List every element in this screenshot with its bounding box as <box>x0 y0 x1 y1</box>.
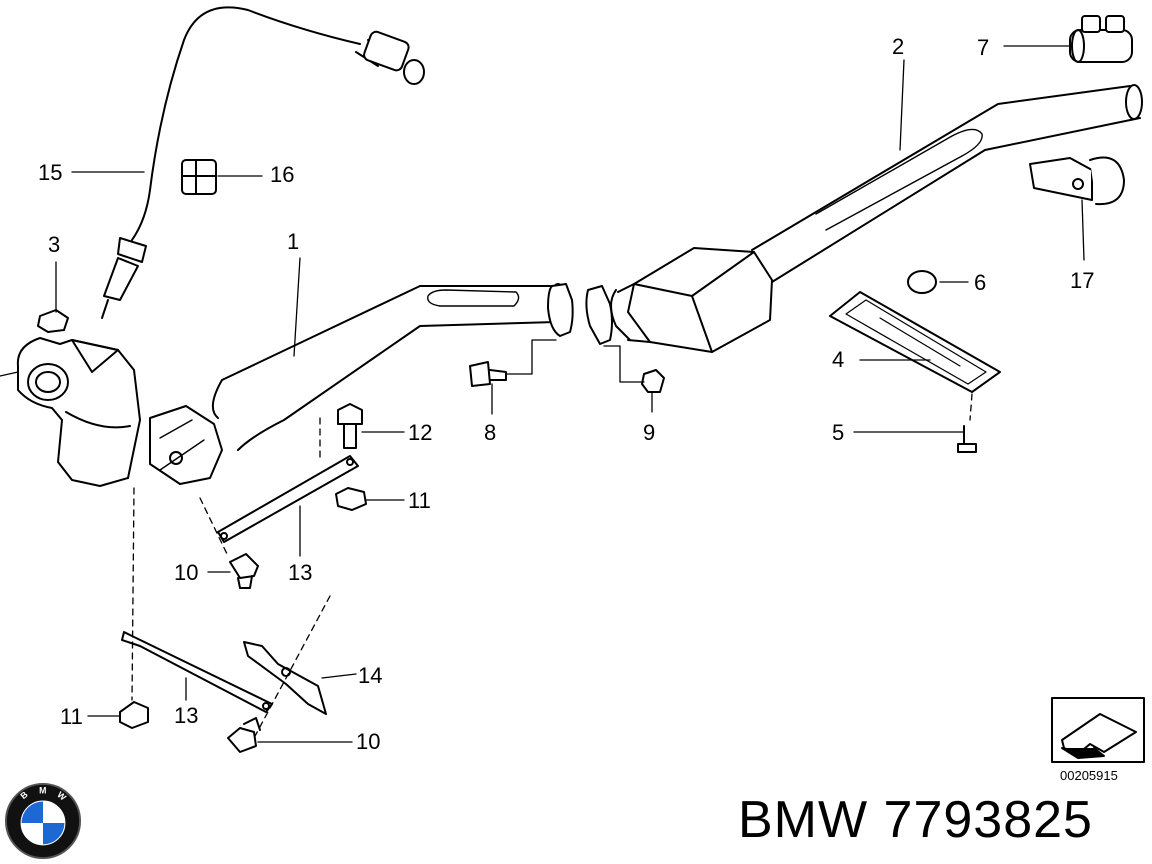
leader-lines <box>0 45 1085 743</box>
bmw-logo: B M W <box>4 782 82 860</box>
nut-part-11-upper <box>335 487 367 511</box>
nut-part-11-lower <box>119 701 149 729</box>
heat-shield-part-4 <box>829 291 1001 393</box>
callout-1: 1 <box>287 229 299 254</box>
plug-part-6 <box>907 270 937 294</box>
callout-3: 3 <box>48 232 60 257</box>
callout-14: 14 <box>358 663 382 688</box>
catalytic-converter-front <box>16 337 223 487</box>
callout-2: 2 <box>892 34 904 59</box>
clamp-part-7 <box>1069 15 1133 63</box>
callout-10-upper: 10 <box>174 560 198 585</box>
callout-13-upper: 13 <box>288 560 312 585</box>
diagram-reference-code: 00205915 <box>1060 768 1118 783</box>
callout-13-lower: 13 <box>174 703 198 728</box>
callout-5: 5 <box>832 420 844 445</box>
hanger-part-17 <box>1029 156 1125 206</box>
logo-letter-m: M <box>39 786 46 796</box>
pipe-clamp-rings <box>547 283 613 345</box>
catalytic-converter-rear <box>610 247 773 353</box>
nut-part-3 <box>37 309 69 333</box>
callout-10-lower: 10 <box>356 729 380 754</box>
callout-15: 15 <box>38 160 62 185</box>
bracket-part-13-upper <box>217 455 359 543</box>
bracket-part-14 <box>243 641 327 715</box>
callout-11-lower: 11 <box>60 704 83 729</box>
bolt-part-10-lower <box>227 717 261 753</box>
bolt-part-8 <box>469 361 507 387</box>
callout-9: 9 <box>643 420 655 445</box>
callout-8: 8 <box>484 420 496 445</box>
callout-numbers: 1 2 3 4 5 6 7 8 9 10 10 11 11 12 13 13 1… <box>38 34 1118 783</box>
rear-pipe-part-2 <box>751 84 1143 283</box>
callout-4: 4 <box>832 347 844 372</box>
clip-part-16 <box>181 159 217 195</box>
logo-letter-b: B <box>18 789 29 801</box>
screw-part-5 <box>957 425 977 453</box>
part-caption: BMW 7793825 <box>738 791 1093 849</box>
callout-17: 17 <box>1070 268 1094 293</box>
oxygen-sensor-part-15 <box>101 6 425 319</box>
orientation-arrow-box <box>1051 697 1145 763</box>
front-pipe-part-1 <box>211 283 567 451</box>
bolt-part-10-upper <box>229 553 259 589</box>
callout-6: 6 <box>974 270 986 295</box>
bolt-part-12 <box>337 403 363 449</box>
callout-12: 12 <box>408 420 432 445</box>
nut-part-9 <box>641 369 665 393</box>
callout-7: 7 <box>977 35 989 60</box>
callout-11-upper: 11 <box>408 488 431 513</box>
callout-16: 16 <box>270 162 294 187</box>
